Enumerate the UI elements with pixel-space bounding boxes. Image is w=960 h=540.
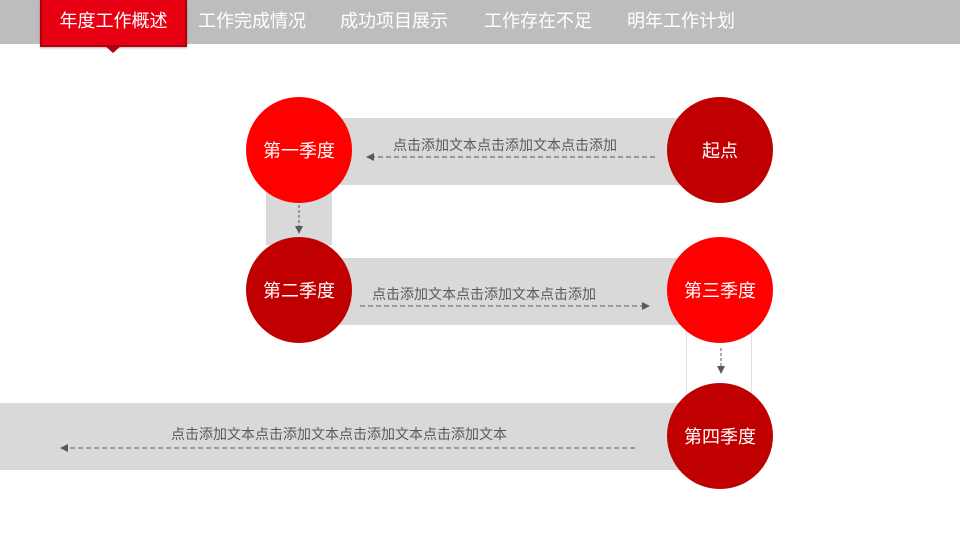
band-3	[0, 403, 690, 470]
flow-text-3: 点击添加文本点击添加文本点击添加文本点击添加文本	[171, 427, 507, 443]
start-circle: 起点	[667, 97, 773, 203]
flow-text-1: 点击添加文本点击添加文本点击添加	[393, 138, 617, 154]
tab-next-year-plan[interactable]: 明年工作计划	[627, 11, 735, 32]
active-tab-pointer	[104, 45, 122, 53]
q2-circle: 第二季度	[246, 237, 352, 343]
tab-successful-projects[interactable]: 成功项目展示	[340, 11, 448, 32]
band-1	[340, 118, 690, 185]
q1-circle: 第一季度	[246, 97, 352, 203]
tab-work-shortcomings[interactable]: 工作存在不足	[484, 11, 592, 32]
q4-circle: 第四季度	[667, 383, 773, 489]
q3-circle: 第三季度	[667, 237, 773, 343]
band-2	[340, 258, 690, 325]
flow-text-2: 点击添加文本点击添加文本点击添加	[372, 287, 596, 303]
tab-work-completion[interactable]: 工作完成情况	[198, 11, 306, 32]
tab-annual-overview[interactable]: 年度工作概述	[40, 0, 187, 47]
